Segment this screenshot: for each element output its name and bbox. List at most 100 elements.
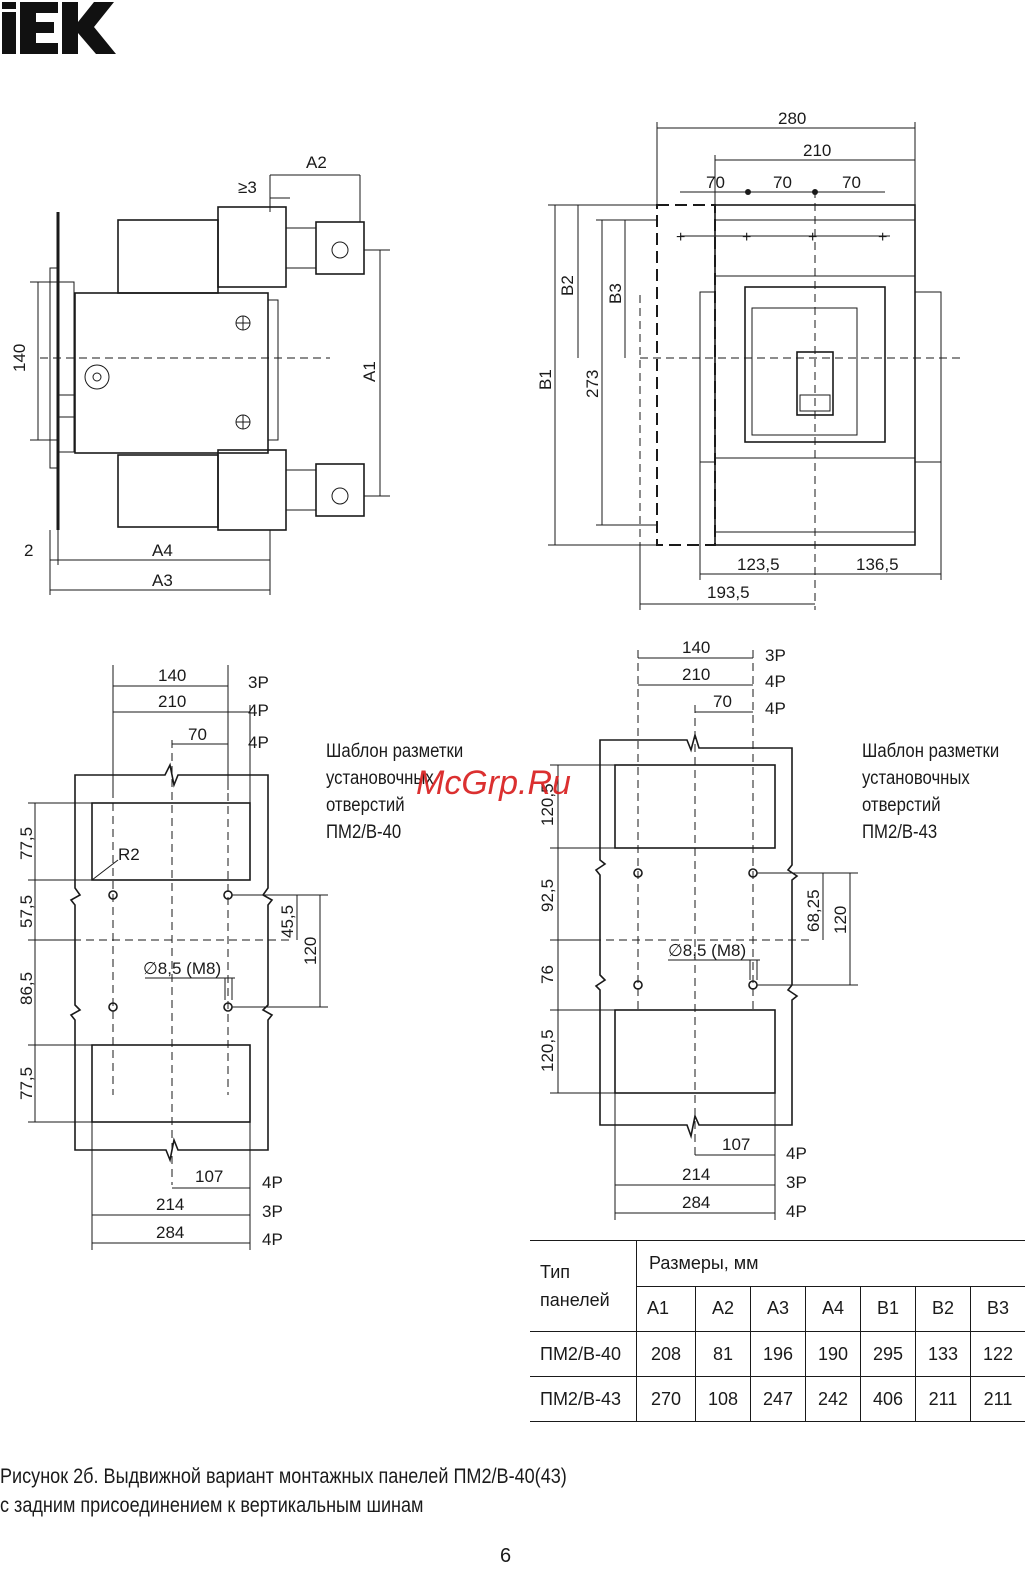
t43-bottom-1-value: 214 xyxy=(682,1165,710,1184)
cell: 295 xyxy=(860,1331,916,1377)
dim-140: 140 xyxy=(10,344,29,372)
template-pm2-v40: 140 3P 210 4P 70 4P 77,5 57,5 86,5 77,5 … xyxy=(17,665,328,1250)
side-view: A2 ≥3 140 A1 2 A4 A3 xyxy=(10,153,390,595)
front-view: + + + + 280 210 70 70 70 B2 B3 B1 273 xyxy=(536,109,960,610)
template-43-title-line: Шаблон разметки xyxy=(862,741,1000,762)
cell: 406 xyxy=(860,1376,916,1422)
t43-right-1: 120 xyxy=(831,906,850,934)
cell: 270 xyxy=(636,1376,696,1422)
t40-left-3: 77,5 xyxy=(17,1067,36,1100)
t40-bottom-1-value: 214 xyxy=(156,1195,184,1214)
page-number: 6 xyxy=(500,1545,512,1567)
type-header: Тип панелей xyxy=(530,1240,637,1332)
t40-right-1: 120 xyxy=(301,937,320,965)
sizes-header: Размеры, мм xyxy=(636,1240,1025,1287)
t43-left-2: 76 xyxy=(538,965,557,984)
t40-bottom-2-value: 284 xyxy=(156,1223,184,1242)
caption-line-1: Рисунок 2б. Выдвижной вариант монтажных … xyxy=(0,1465,567,1488)
svg-text:+: + xyxy=(676,229,685,246)
type-header-line: Тип xyxy=(540,1262,571,1282)
dim-210: 210 xyxy=(803,141,831,160)
t40-right-0: 45,5 xyxy=(278,905,297,938)
t43-top-2-poles: 4P xyxy=(765,699,786,718)
table-header-row: Тип панелей Размеры, мм xyxy=(530,1240,1025,1332)
dim-a4: A4 xyxy=(152,541,173,560)
cell: 247 xyxy=(750,1376,806,1422)
col-header: B1 xyxy=(860,1285,916,1332)
cell: 211 xyxy=(915,1376,971,1422)
dim-193-5: 193,5 xyxy=(707,583,750,602)
dim-273: 273 xyxy=(583,370,602,398)
technical-drawing: A2 ≥3 140 A1 2 A4 A3 + + + + xyxy=(10,109,960,1250)
dim-136-5: 136,5 xyxy=(856,555,899,574)
t43-bottom-2-poles: 4P xyxy=(786,1202,807,1221)
dim-b3: B3 xyxy=(606,283,625,304)
template-40-title-line: Шаблон разметки xyxy=(326,741,464,762)
t43-top-1-poles: 4P xyxy=(765,672,786,691)
iek-logo xyxy=(2,2,116,54)
dim-a2: A2 xyxy=(306,153,327,172)
t43-bottom-2-value: 284 xyxy=(682,1193,710,1212)
t40-top-0-poles: 3P xyxy=(248,673,269,692)
dim-gap: ≥3 xyxy=(238,178,257,197)
template-43-title-line: установочных xyxy=(862,768,970,789)
dim-70-a: 70 xyxy=(706,173,725,192)
t40-bottom-0-poles: 4P xyxy=(262,1173,283,1192)
type-header-line: панелей xyxy=(540,1290,610,1310)
svg-text:+: + xyxy=(808,229,817,246)
cell: 122 xyxy=(970,1331,1025,1377)
col-header: A4 xyxy=(805,1285,861,1332)
col-header: B2 xyxy=(915,1285,971,1332)
t43-top-0-value: 140 xyxy=(682,638,710,657)
t40-top-2-poles: 4P xyxy=(248,733,269,752)
col-header: A1 xyxy=(636,1285,696,1332)
dim-280: 280 xyxy=(778,109,806,128)
template-43-title-line: отверстий xyxy=(862,795,941,816)
row-type: ПМ2/В-43 xyxy=(530,1376,637,1422)
t43-bottom-0-poles: 4P xyxy=(786,1144,807,1163)
template-40-title-line: отверстий xyxy=(326,795,405,816)
row-type: ПМ2/В-40 xyxy=(530,1331,637,1377)
cell: 108 xyxy=(695,1376,751,1422)
template-pm2-v43: 140 3P 210 4P 70 4P 120,5 92,5 76 120,5 … xyxy=(538,638,858,1221)
t40-top-2-value: 70 xyxy=(188,725,207,744)
dim-a1: A1 xyxy=(360,361,379,382)
t40-left-0: 77,5 xyxy=(17,827,36,860)
dim-b2: B2 xyxy=(558,275,577,296)
cell: 81 xyxy=(695,1331,751,1377)
t40-left-1: 57,5 xyxy=(17,895,36,928)
cell: 190 xyxy=(805,1331,861,1377)
t40-top-1-poles: 4P xyxy=(248,701,269,720)
svg-text:+: + xyxy=(878,229,887,246)
t43-bottom-0-value: 107 xyxy=(722,1135,750,1154)
t43-right-0: 68,25 xyxy=(804,889,823,932)
dim-70-c: 70 xyxy=(842,173,861,192)
t40-top-1-value: 210 xyxy=(158,692,186,711)
t40-bottom-0-value: 107 xyxy=(195,1167,223,1186)
table-row: ПМ2/В-40 208 81 196 190 295 133 122 xyxy=(530,1331,1025,1377)
cell: 242 xyxy=(805,1376,861,1422)
dim-a3: A3 xyxy=(152,571,173,590)
t40-radius: R2 xyxy=(118,845,140,864)
dim-70-b: 70 xyxy=(773,173,792,192)
col-header: B3 xyxy=(970,1285,1025,1332)
template-43-title: Шаблон разметки установочных отверстий П… xyxy=(862,738,999,846)
col-header: A3 xyxy=(750,1285,806,1332)
t40-top-0-value: 140 xyxy=(158,666,186,685)
template-40-title: Шаблон разметки установочных отверстий П… xyxy=(326,738,463,846)
cell: 208 xyxy=(636,1331,696,1377)
t40-bottom-2-poles: 4P xyxy=(262,1230,283,1249)
template-40-title-line: установочных xyxy=(326,768,434,789)
template-40-title-line: ПМ2/В-40 xyxy=(326,822,402,843)
dim-b1: B1 xyxy=(536,369,555,390)
t43-left-3: 120,5 xyxy=(538,1029,557,1072)
t43-top-0-poles: 3P xyxy=(765,646,786,665)
t40-hole: ∅8,5 (M8) xyxy=(143,959,221,978)
t43-bottom-1-poles: 3P xyxy=(786,1173,807,1192)
t40-left-2: 86,5 xyxy=(17,972,36,1005)
caption-line-2: с задним присоединением к вертикальным ш… xyxy=(0,1494,424,1517)
dimensions-table: Тип панелей Размеры, мм A1 A2 A3 A4 B1 B… xyxy=(530,1240,1025,1422)
t40-bottom-1-poles: 3P xyxy=(262,1202,283,1221)
col-header: A2 xyxy=(695,1285,751,1332)
t43-top-1-value: 210 xyxy=(682,665,710,684)
